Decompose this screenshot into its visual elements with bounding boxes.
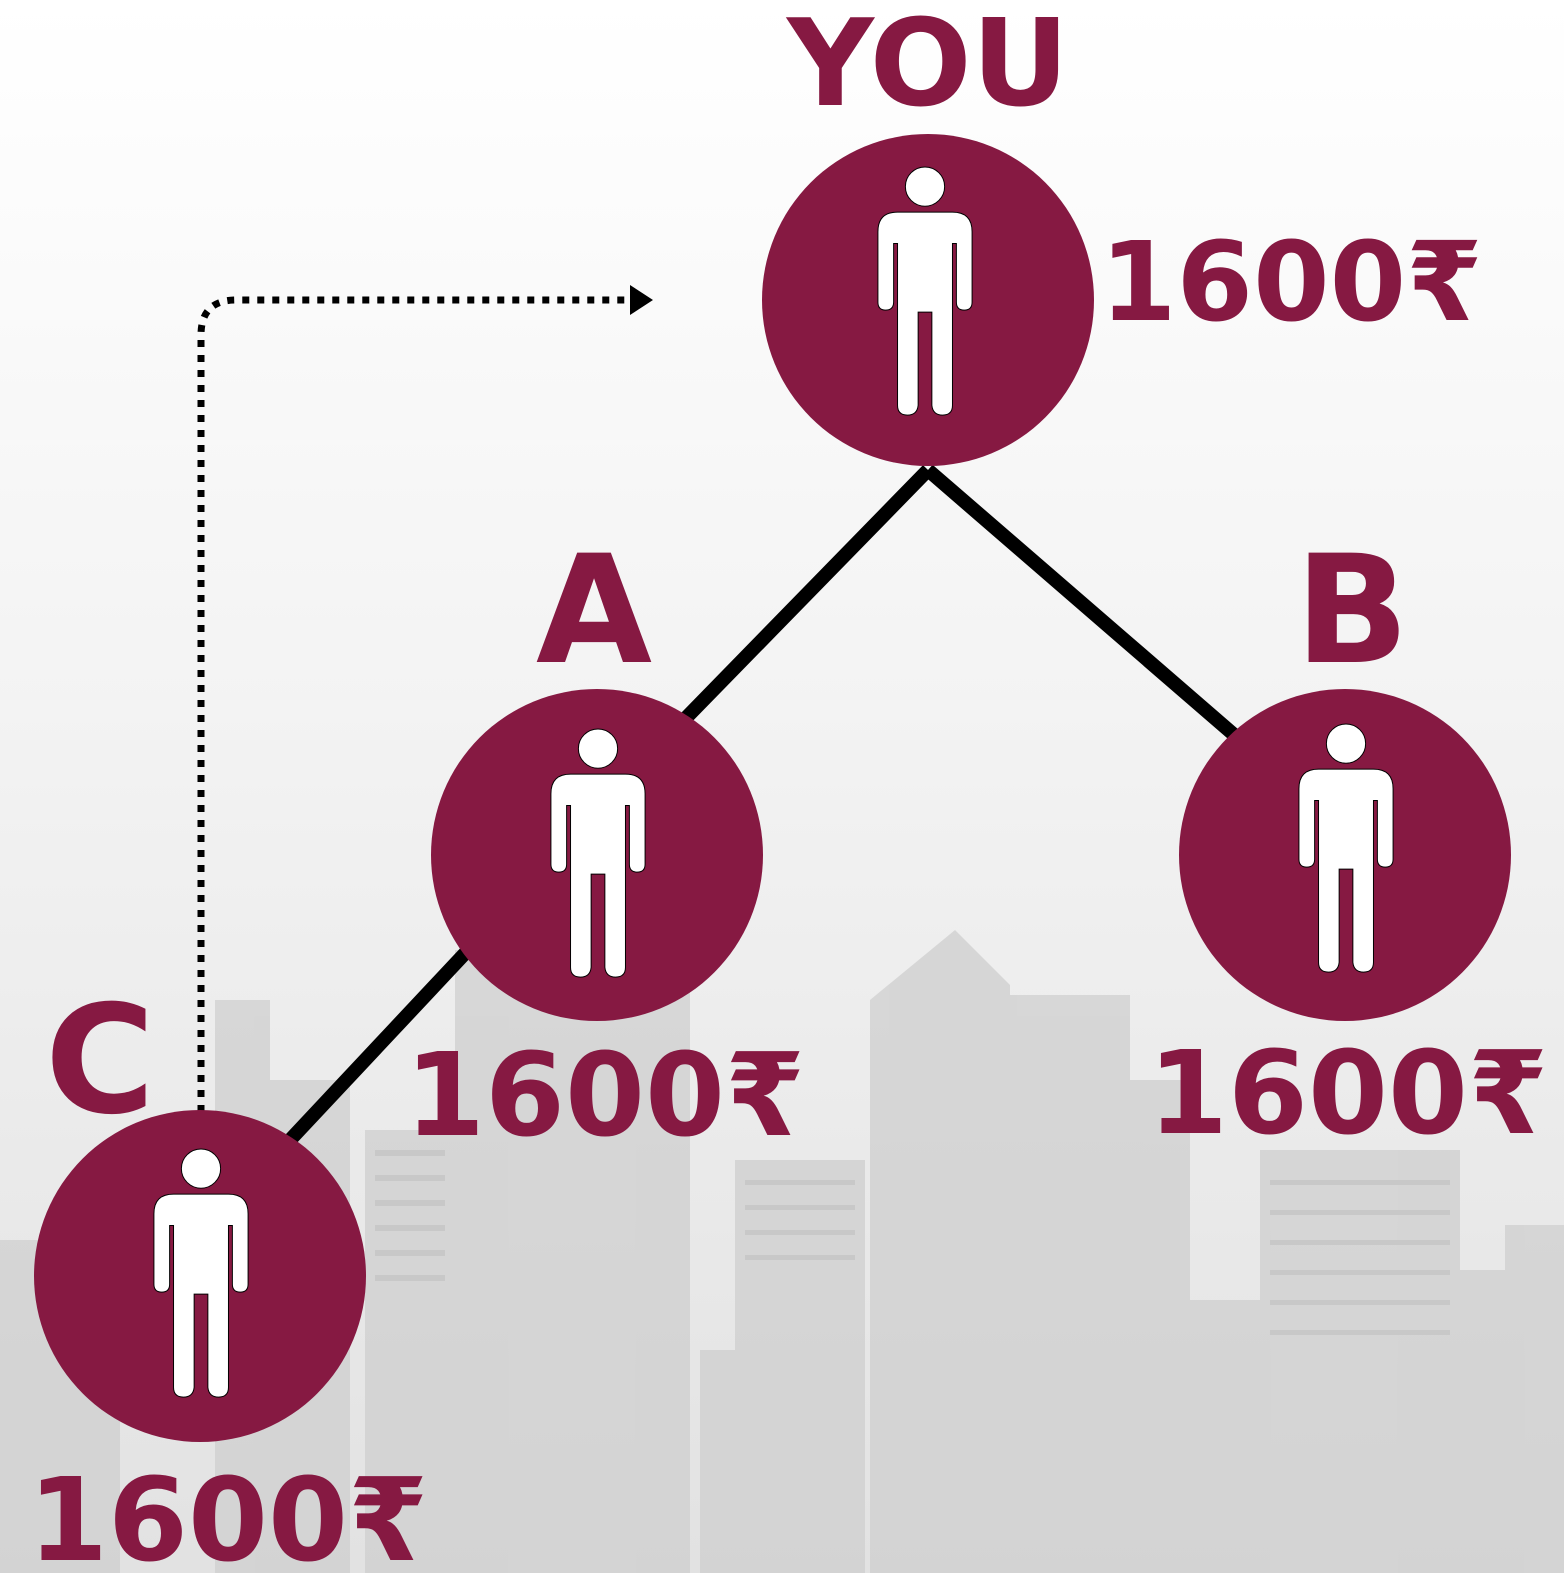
node-b: B 1600₹ — [1148, 524, 1548, 1161]
arrowhead-icon — [630, 285, 653, 315]
node-amount-c: 1600₹ — [28, 1454, 428, 1573]
node-a: A 1600₹ — [405, 524, 805, 1163]
edge-you-a — [676, 465, 934, 727]
node-you: YOU 1600₹ — [762, 0, 1483, 466]
edge-a-c — [284, 943, 476, 1145]
node-label-b: B — [1295, 524, 1409, 698]
skyline-windows — [375, 1150, 1450, 1335]
node-label-a: A — [536, 524, 652, 698]
node-c: C 1600₹ — [28, 974, 428, 1573]
node-label-you: YOU — [785, 0, 1069, 134]
node-amount-a: 1600₹ — [405, 1029, 805, 1163]
node-amount-you: 1600₹ — [1100, 218, 1483, 346]
node-label-c: C — [45, 974, 155, 1148]
node-amount-b: 1600₹ — [1148, 1027, 1548, 1161]
edge-you-b — [923, 464, 1245, 746]
